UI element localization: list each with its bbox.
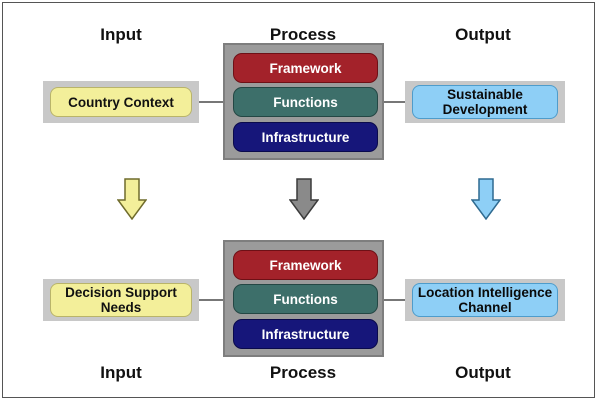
top-output-heading: Output — [455, 25, 511, 44]
input-down-arrow — [117, 178, 147, 220]
bottom-input-heading: Input — [100, 363, 142, 382]
process-down-arrow — [289, 178, 319, 220]
top-infrastructure-bar: Infrastructure — [233, 122, 378, 152]
top-framework-bar: Framework — [233, 53, 378, 83]
top-right-connector — [381, 101, 406, 103]
bottom-left-connector — [198, 299, 223, 301]
bottom-infrastructure-bar: Infrastructure — [233, 319, 378, 349]
bottom-process-block: Framework Functions Infrastructure — [223, 240, 384, 357]
output-down-arrow — [471, 178, 501, 220]
top-left-connector — [198, 101, 223, 103]
bottom-output-heading: Output — [455, 363, 511, 382]
top-input-heading: Input — [100, 25, 142, 44]
decision-support-needs-box: Decision Support Needs — [50, 283, 192, 317]
bottom-right-connector — [381, 299, 406, 301]
top-process-block: Framework Functions Infrastructure — [223, 43, 384, 160]
top-functions-bar: Functions — [233, 87, 378, 117]
bottom-process-heading: Process — [269, 363, 337, 382]
bottom-framework-bar: Framework — [233, 250, 378, 280]
diagram-frame: Input Process Output Country Context Fra… — [2, 2, 595, 398]
location-intelligence-channel-box: Location Intelligence Channel — [412, 283, 558, 317]
bottom-functions-bar: Functions — [233, 284, 378, 314]
top-process-heading: Process — [269, 25, 337, 44]
sustainable-development-box: Sustainable Development — [412, 85, 558, 119]
country-context-box: Country Context — [50, 87, 192, 117]
